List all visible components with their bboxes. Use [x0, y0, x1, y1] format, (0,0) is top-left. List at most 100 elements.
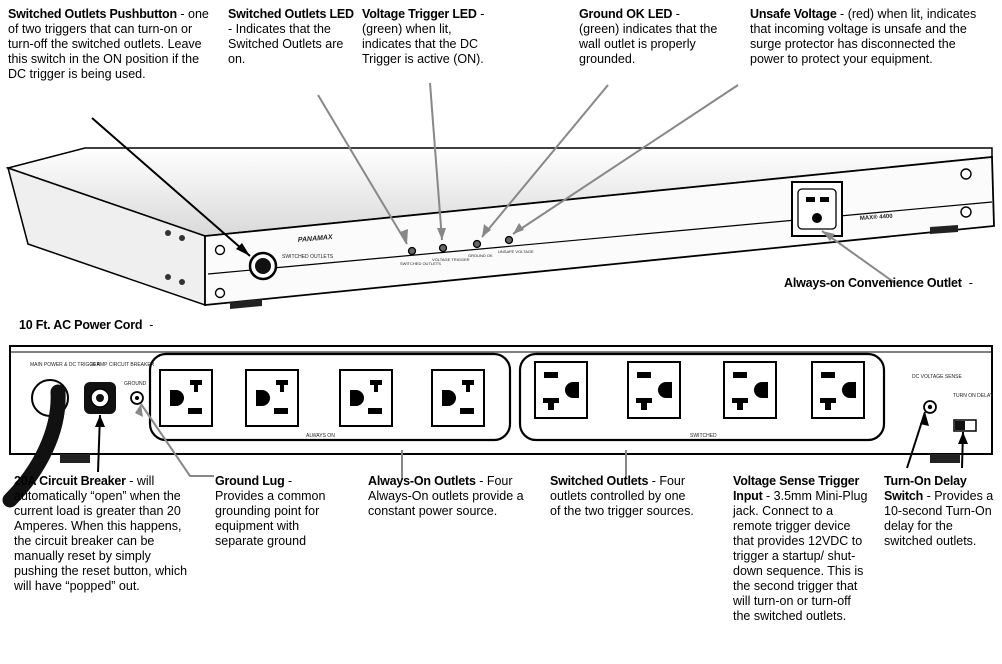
rear-unit: MAIN POWER & DC TRIGGER 20 AMP CIRCUIT B… — [2, 345, 994, 508]
callout-title: Voltage Sense Trigger Input — [733, 474, 860, 503]
outlet-slot — [636, 398, 652, 410]
callout-title: Switched Outlets LED — [228, 7, 354, 21]
callout-switched-pushbutton: Switched Outlets Pushbutton - one of two… — [8, 7, 209, 81]
leader-ground-ok — [481, 84, 609, 238]
switched-outlet — [534, 361, 588, 419]
callout-text: (green) when lit, indicates that the DC … — [362, 22, 484, 66]
switched-outlets — [534, 361, 865, 419]
outlet-face — [431, 369, 485, 427]
outlet-face — [159, 369, 213, 427]
callout-text: Four outlets controlled by one of the tw… — [550, 474, 694, 518]
callout-convenience-outlet: Always-on Convenience Outlet - — [784, 276, 973, 290]
callout-title: Switched Outlets — [550, 474, 649, 488]
callout-title: Switched Outlets Pushbutton — [8, 7, 177, 21]
outlet-ground-hole — [170, 390, 184, 406]
outlet-slot — [370, 380, 382, 392]
arrowhead-icon — [513, 223, 524, 234]
arrowhead-icon — [482, 224, 491, 237]
callout-turn-on-delay: Turn-On Delay Switch - Provides a 10-sec… — [884, 474, 994, 548]
outlet-slot — [733, 372, 747, 378]
outlet-slot — [820, 197, 829, 202]
brand-logo: PANAMAX — [298, 234, 335, 244]
callout-title: Always-On Outlets — [368, 474, 476, 488]
outlet-face — [723, 361, 777, 419]
callout-title: 20A Circuit Breaker — [14, 474, 126, 488]
delay-switch-toggle — [955, 421, 965, 430]
front-screw-icon — [960, 168, 972, 180]
outlet-slot — [368, 408, 382, 414]
always-on-outlet — [339, 369, 393, 427]
always-on-group-label: ALWAYS ON — [306, 433, 335, 439]
callout-title: Ground OK LED — [579, 7, 673, 21]
callout-switched-led: Switched Outlets LED - Indicates that th… — [228, 7, 354, 66]
front-screw-icon — [214, 244, 226, 256]
callout-ground-lug: Ground Lug - Provides a common grounding… — [215, 474, 326, 548]
callout-text: (red) when lit, indicates that incoming … — [750, 7, 977, 66]
power-cord — [2, 384, 66, 508]
outlet-ground-hole — [658, 382, 672, 398]
callout-text: (green) indicates that the wall outlet i… — [579, 22, 718, 66]
arrowhead-icon — [822, 231, 835, 241]
outlet-ground-hole — [812, 213, 822, 223]
leader-arrowheads — [95, 223, 968, 444]
outlet-slot — [821, 372, 835, 378]
front-screw-icon — [214, 287, 226, 299]
outlet-slot — [544, 372, 558, 378]
switched-outlet — [723, 361, 777, 419]
switched-outlet — [627, 361, 681, 419]
outlet-slot — [276, 380, 288, 392]
leader-switched-led — [317, 94, 408, 245]
switched-group-label: SWITCHED — [690, 433, 717, 439]
pushbutton-label: SWITCHED OUTLETS — [282, 254, 334, 260]
switched-pushbutton-face — [255, 258, 271, 274]
faceplate-groove — [207, 201, 993, 275]
callout-switched-outlets: Switched Outlets - Four outlets controll… — [550, 474, 694, 518]
front-foot-left — [230, 299, 262, 309]
outlet-face — [534, 361, 588, 419]
outlet-slot — [637, 372, 651, 378]
callout-text: 3.5mm Mini-Plug jack. Connect to a remot… — [733, 489, 868, 623]
side-hole — [179, 235, 185, 241]
ground-lug-center — [135, 396, 139, 400]
cord-label: MAIN POWER & DC TRIGGER — [30, 362, 101, 368]
callout-title: Turn-On Delay Switch — [884, 474, 967, 503]
outlet-ground-hole — [256, 390, 270, 406]
outlet-face — [627, 361, 681, 419]
side-hole — [165, 230, 171, 236]
outlet-slot — [274, 408, 288, 414]
model-label: MAX® 4400 — [860, 213, 894, 222]
arrowhead-icon — [135, 404, 143, 417]
callout-title: 10 Ft. AC Power Cord — [19, 318, 143, 332]
outlet-slot — [806, 197, 815, 202]
outlet-face — [245, 369, 299, 427]
outlet-ground-hole — [442, 390, 456, 406]
outlet-ground-hole — [350, 390, 364, 406]
outlet-slot — [462, 380, 474, 392]
leader-pushbutton — [91, 117, 251, 257]
callout-ground-ok-led: Ground OK LED - (green) indicates that t… — [579, 7, 718, 66]
always-on-outlet-group — [148, 352, 512, 442]
arrowhead-icon — [236, 243, 250, 256]
callout-circuit-breaker: 20A Circuit Breaker - will automatically… — [14, 474, 188, 593]
callout-power-cord: 10 Ft. AC Power Cord - — [19, 318, 154, 332]
callout-voltage-trigger-led: Voltage Trigger LED - (green) when lit, … — [362, 7, 485, 66]
callout-title: Unsafe Voltage — [750, 7, 837, 21]
callout-title: Always-on Convenience Outlet — [784, 276, 962, 290]
callout-title: Voltage Trigger LED — [362, 7, 477, 21]
callout-text: Indicates that the Switched Outlets are … — [228, 22, 344, 66]
callout-unsafe-voltage: Unsafe Voltage - (red) when lit, indicat… — [750, 7, 977, 66]
ground-label: GROUND — [124, 381, 147, 387]
always-on-outlet — [245, 369, 299, 427]
led-label: VOLTAGE TRIGGER — [432, 257, 470, 262]
callout-text: Four Always-On outlets provide a constan… — [368, 474, 524, 518]
outlet-face — [339, 369, 393, 427]
leader-convenience-outlet — [821, 230, 896, 284]
rear-foot — [60, 454, 90, 463]
outlet-slot — [732, 398, 748, 410]
always-on-outlet — [431, 369, 485, 427]
arrowhead-icon — [95, 415, 105, 427]
side-hole — [179, 279, 185, 285]
arrowhead-icon — [437, 228, 446, 240]
